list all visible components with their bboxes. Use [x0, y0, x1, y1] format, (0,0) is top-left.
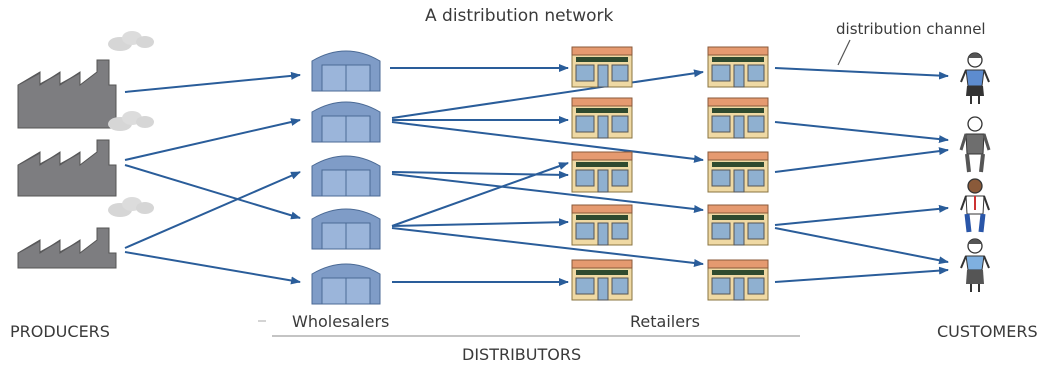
warehouse-icon	[311, 208, 381, 250]
factory-icon	[17, 31, 154, 129]
arrow	[774, 227, 949, 265]
diagram-title: A distribution network	[425, 6, 614, 26]
channel-arrows	[124, 64, 949, 286]
channel-label: distribution channel	[836, 20, 986, 38]
arrow	[124, 164, 301, 220]
arrow	[391, 227, 704, 267]
arrow	[124, 118, 301, 161]
customers-label: CUSTOMERS	[937, 322, 1038, 341]
person-icon	[960, 178, 990, 233]
distributors-label: DISTRIBUTORS	[462, 345, 582, 364]
person-icon	[959, 116, 991, 173]
arrow	[124, 71, 301, 93]
arrow	[391, 173, 704, 213]
arrow	[774, 147, 949, 173]
arrow	[124, 171, 301, 249]
producers-label: PRODUCERS	[10, 322, 110, 341]
arrow	[774, 204, 949, 226]
customers-group	[959, 52, 991, 292]
shop-icon	[707, 204, 769, 246]
arrow	[774, 266, 949, 283]
person-icon	[960, 52, 990, 104]
shop-icon	[571, 46, 633, 88]
channel-pointer-line	[837, 39, 851, 66]
retailers-label: Retailers	[630, 312, 700, 331]
arrow	[391, 69, 704, 119]
warehouse-icon	[311, 101, 381, 143]
retailers-group	[571, 46, 769, 301]
wholesalers-group	[311, 50, 381, 305]
producers-group	[17, 31, 154, 269]
shop-icon	[571, 151, 633, 193]
factory-icon	[17, 197, 154, 269]
wholesalers-label: Wholesalers	[292, 312, 390, 331]
shop-icon	[707, 46, 769, 88]
arrow	[124, 251, 301, 285]
person-icon	[960, 238, 990, 292]
arrow	[774, 121, 949, 144]
shop-icon	[707, 259, 769, 301]
arrow	[774, 67, 949, 80]
shop-icon	[571, 204, 633, 246]
shop-icon	[571, 259, 633, 301]
factory-icon	[17, 111, 154, 197]
warehouse-icon	[311, 263, 381, 305]
warehouse-icon	[311, 50, 381, 92]
arrow	[391, 162, 569, 227]
shop-icon	[707, 97, 769, 139]
shop-icon	[571, 97, 633, 139]
arrow	[391, 121, 704, 163]
arrow	[391, 218, 569, 227]
warehouse-icon	[311, 155, 381, 197]
shop-icon	[707, 151, 769, 193]
